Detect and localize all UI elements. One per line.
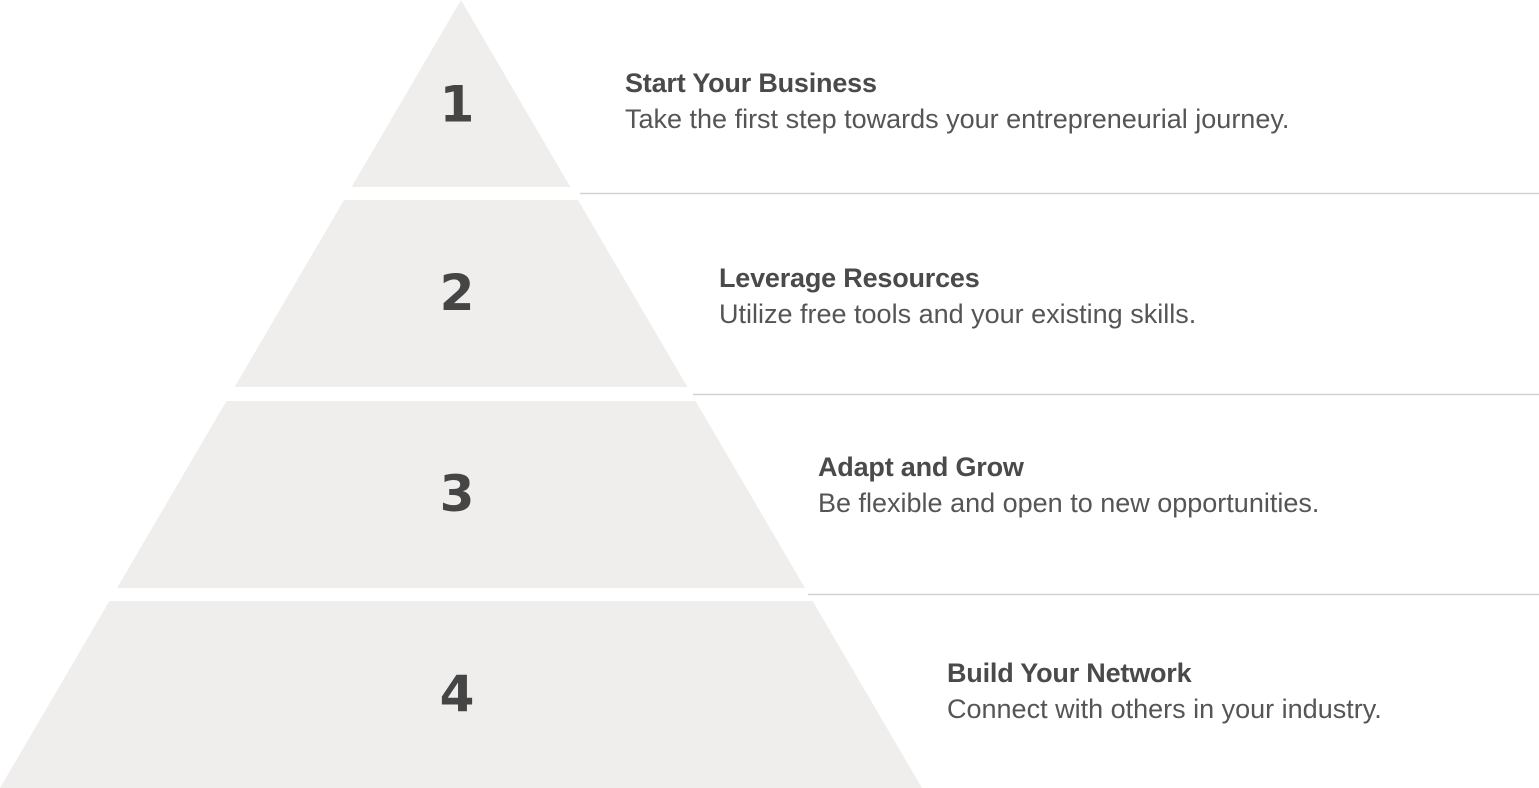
tier-number-3: 3 [440, 465, 475, 523]
tier-number-4: 4 [440, 665, 475, 723]
tier-number-1: 1 [440, 76, 475, 134]
step-description: Connect with others in your industry. [947, 694, 1382, 724]
pyramid-tier-1 [351, 0, 571, 187]
step-3: Adapt and Grow Be flexible and open to ne… [818, 450, 1319, 522]
step-description: Take the first step towards your entrepr… [625, 104, 1290, 134]
step-dividers [580, 192, 1539, 596]
pyramid-tiers [0, 0, 922, 788]
step-title: Start Your Business [625, 68, 877, 98]
tier-numbers: 1 2 3 4 [440, 76, 475, 724]
step-title: Adapt and Grow [818, 452, 1024, 482]
step-title: Build Your Network [947, 658, 1192, 688]
step-description: Be flexible and open to new opportunitie… [818, 488, 1320, 518]
pyramid-tier-4 [0, 601, 922, 788]
pyramid-tier-2 [234, 200, 688, 387]
pyramid-tier-3 [117, 401, 805, 588]
step-description: Utilize free tools and your existing ski… [719, 299, 1197, 329]
step-title: Leverage Resources [719, 263, 980, 293]
tier-number-2: 2 [440, 264, 475, 322]
